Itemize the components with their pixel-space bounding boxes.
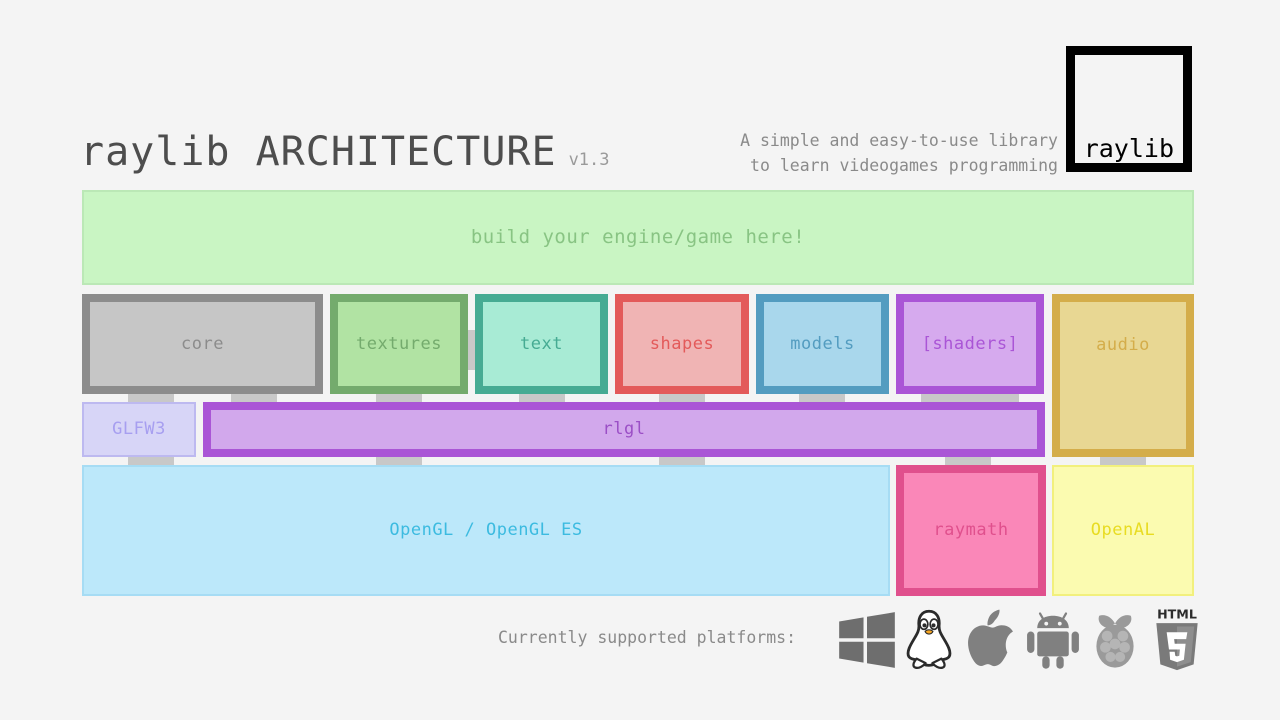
- page-title-version: v1.3: [568, 150, 610, 170]
- backend-rlgl-label: rlgl: [602, 419, 646, 440]
- page-title: raylib ARCHITECTURE v1.3: [80, 132, 610, 172]
- user-space-banner-label: build your engine/game here!: [470, 226, 806, 249]
- backend-glfw3[interactable]: GLFW3: [82, 402, 196, 457]
- module-core-label: core: [181, 333, 224, 354]
- linux-tux-icon: [898, 600, 960, 680]
- raspberry-pi-icon: [1084, 600, 1146, 680]
- tagline-line-2: to learn videogames programming: [750, 156, 1058, 175]
- module-shapes-label: shapes: [649, 333, 715, 354]
- backend-rlgl[interactable]: rlgl: [203, 402, 1045, 457]
- module-textures-label: textures: [356, 333, 442, 354]
- android-icon: [1022, 600, 1084, 680]
- module-textures[interactable]: textures: [330, 294, 468, 394]
- module-models[interactable]: models: [756, 294, 889, 394]
- user-space-banner: build your engine/game here!: [82, 190, 1194, 285]
- layer-raymath[interactable]: raymath: [896, 465, 1046, 596]
- layer-openal-label: OpenAL: [1090, 520, 1156, 541]
- module-audio-label: audio: [1096, 335, 1150, 356]
- module-audio[interactable]: audio: [1052, 294, 1194, 457]
- module-shaders[interactable]: [shaders]: [896, 294, 1044, 394]
- raylib-logo-text: raylib: [1083, 133, 1174, 163]
- backend-glfw3-label: GLFW3: [112, 419, 166, 440]
- supported-platforms-list: HTML: [836, 600, 1208, 680]
- module-text[interactable]: text: [475, 294, 608, 394]
- module-models-label: models: [790, 333, 855, 354]
- windows-icon: [836, 600, 898, 680]
- svg-text:HTML: HTML: [1157, 607, 1197, 621]
- layer-opengl[interactable]: OpenGL / OpenGL ES: [82, 465, 890, 596]
- tagline-line-1: A simple and easy-to-use library: [740, 131, 1058, 150]
- apple-icon: [960, 600, 1022, 680]
- raylib-logo: raylib: [1066, 46, 1192, 172]
- tagline: A simple and easy-to-use library to lear…: [740, 128, 1058, 178]
- html5-icon: HTML: [1146, 600, 1208, 680]
- module-shaders-label: [shaders]: [921, 333, 1019, 354]
- layer-openal[interactable]: OpenAL: [1052, 465, 1194, 596]
- layer-raymath-label: raymath: [933, 520, 1009, 541]
- module-core[interactable]: core: [82, 294, 323, 394]
- module-text-label: text: [520, 333, 563, 354]
- supported-platforms-label: Currently supported platforms:: [498, 628, 797, 647]
- layer-opengl-label: OpenGL / OpenGL ES: [389, 520, 583, 541]
- module-shapes[interactable]: shapes: [615, 294, 749, 394]
- page-title-brand: raylib ARCHITECTURE: [80, 129, 557, 175]
